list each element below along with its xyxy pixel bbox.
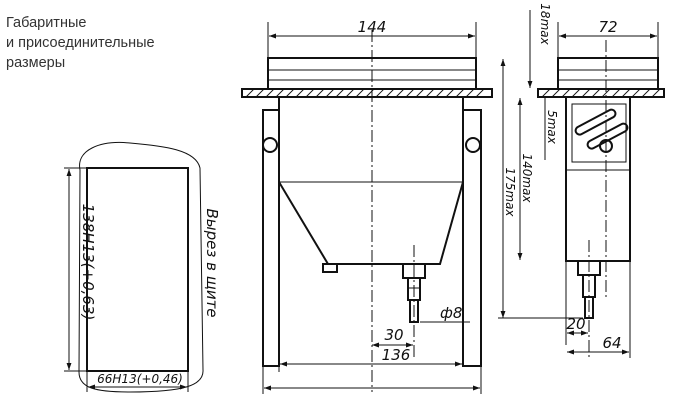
cutout-width-label: 66Н13(+0,46) bbox=[97, 372, 183, 386]
front-136-label: 136 bbox=[382, 346, 411, 364]
front-30-label: 30 bbox=[384, 326, 403, 344]
cutout-note-label: Вырез в щите bbox=[203, 208, 221, 317]
front-phi-label: ф8 bbox=[440, 304, 462, 322]
side-window bbox=[571, 103, 627, 163]
side-64-label: 64 bbox=[602, 334, 621, 352]
cutout-outline bbox=[78, 141, 204, 393]
side-175-label: 175max bbox=[503, 167, 517, 217]
bracket-symbol bbox=[574, 108, 629, 150]
side-20-label: 20 bbox=[566, 315, 585, 333]
left-clamp-screw bbox=[262, 137, 278, 153]
side-top-label: 72 bbox=[598, 18, 617, 36]
front-top-label: 144 bbox=[358, 18, 387, 36]
side-bezel bbox=[557, 57, 659, 90]
front-view: 144 bbox=[241, 18, 493, 394]
right-clamp-screw bbox=[465, 137, 481, 153]
panel-cutout-view: 138Н13(+0,63) 66Н13(+0,46) Вырез в щите bbox=[64, 141, 221, 393]
caption: Габаритные и присоединительные размеры bbox=[6, 15, 155, 71]
side-panel-plate bbox=[537, 88, 665, 98]
cutout-rect bbox=[86, 167, 189, 372]
side-housing bbox=[565, 96, 631, 262]
side-140-label: 140max bbox=[520, 153, 534, 203]
cutout-height-label: 138Н13(+0,63) bbox=[79, 204, 97, 321]
front-housing bbox=[278, 97, 464, 265]
side-view: 72 18max bbox=[498, 3, 665, 360]
side-18-label: 18max bbox=[538, 3, 552, 45]
front-panel-plate bbox=[241, 88, 493, 98]
side-5-label: 5max bbox=[545, 110, 559, 145]
front-fitting-nut bbox=[402, 263, 426, 279]
